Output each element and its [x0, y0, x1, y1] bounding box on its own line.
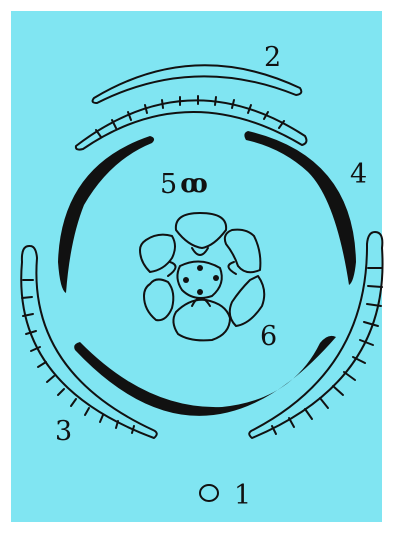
ovule-top [197, 265, 203, 271]
ovule-bottom [197, 289, 203, 295]
label-2: 2 [264, 42, 281, 73]
label-4: 4 [350, 159, 367, 190]
label-6: 6 [260, 321, 277, 352]
ovule-right [213, 275, 219, 281]
ovule-left [183, 277, 189, 283]
label-3: 3 [55, 416, 72, 447]
label-5: 5 [160, 169, 177, 200]
label-1: 1 [234, 480, 251, 511]
symbol-glyph: ꝏ [180, 169, 208, 199]
